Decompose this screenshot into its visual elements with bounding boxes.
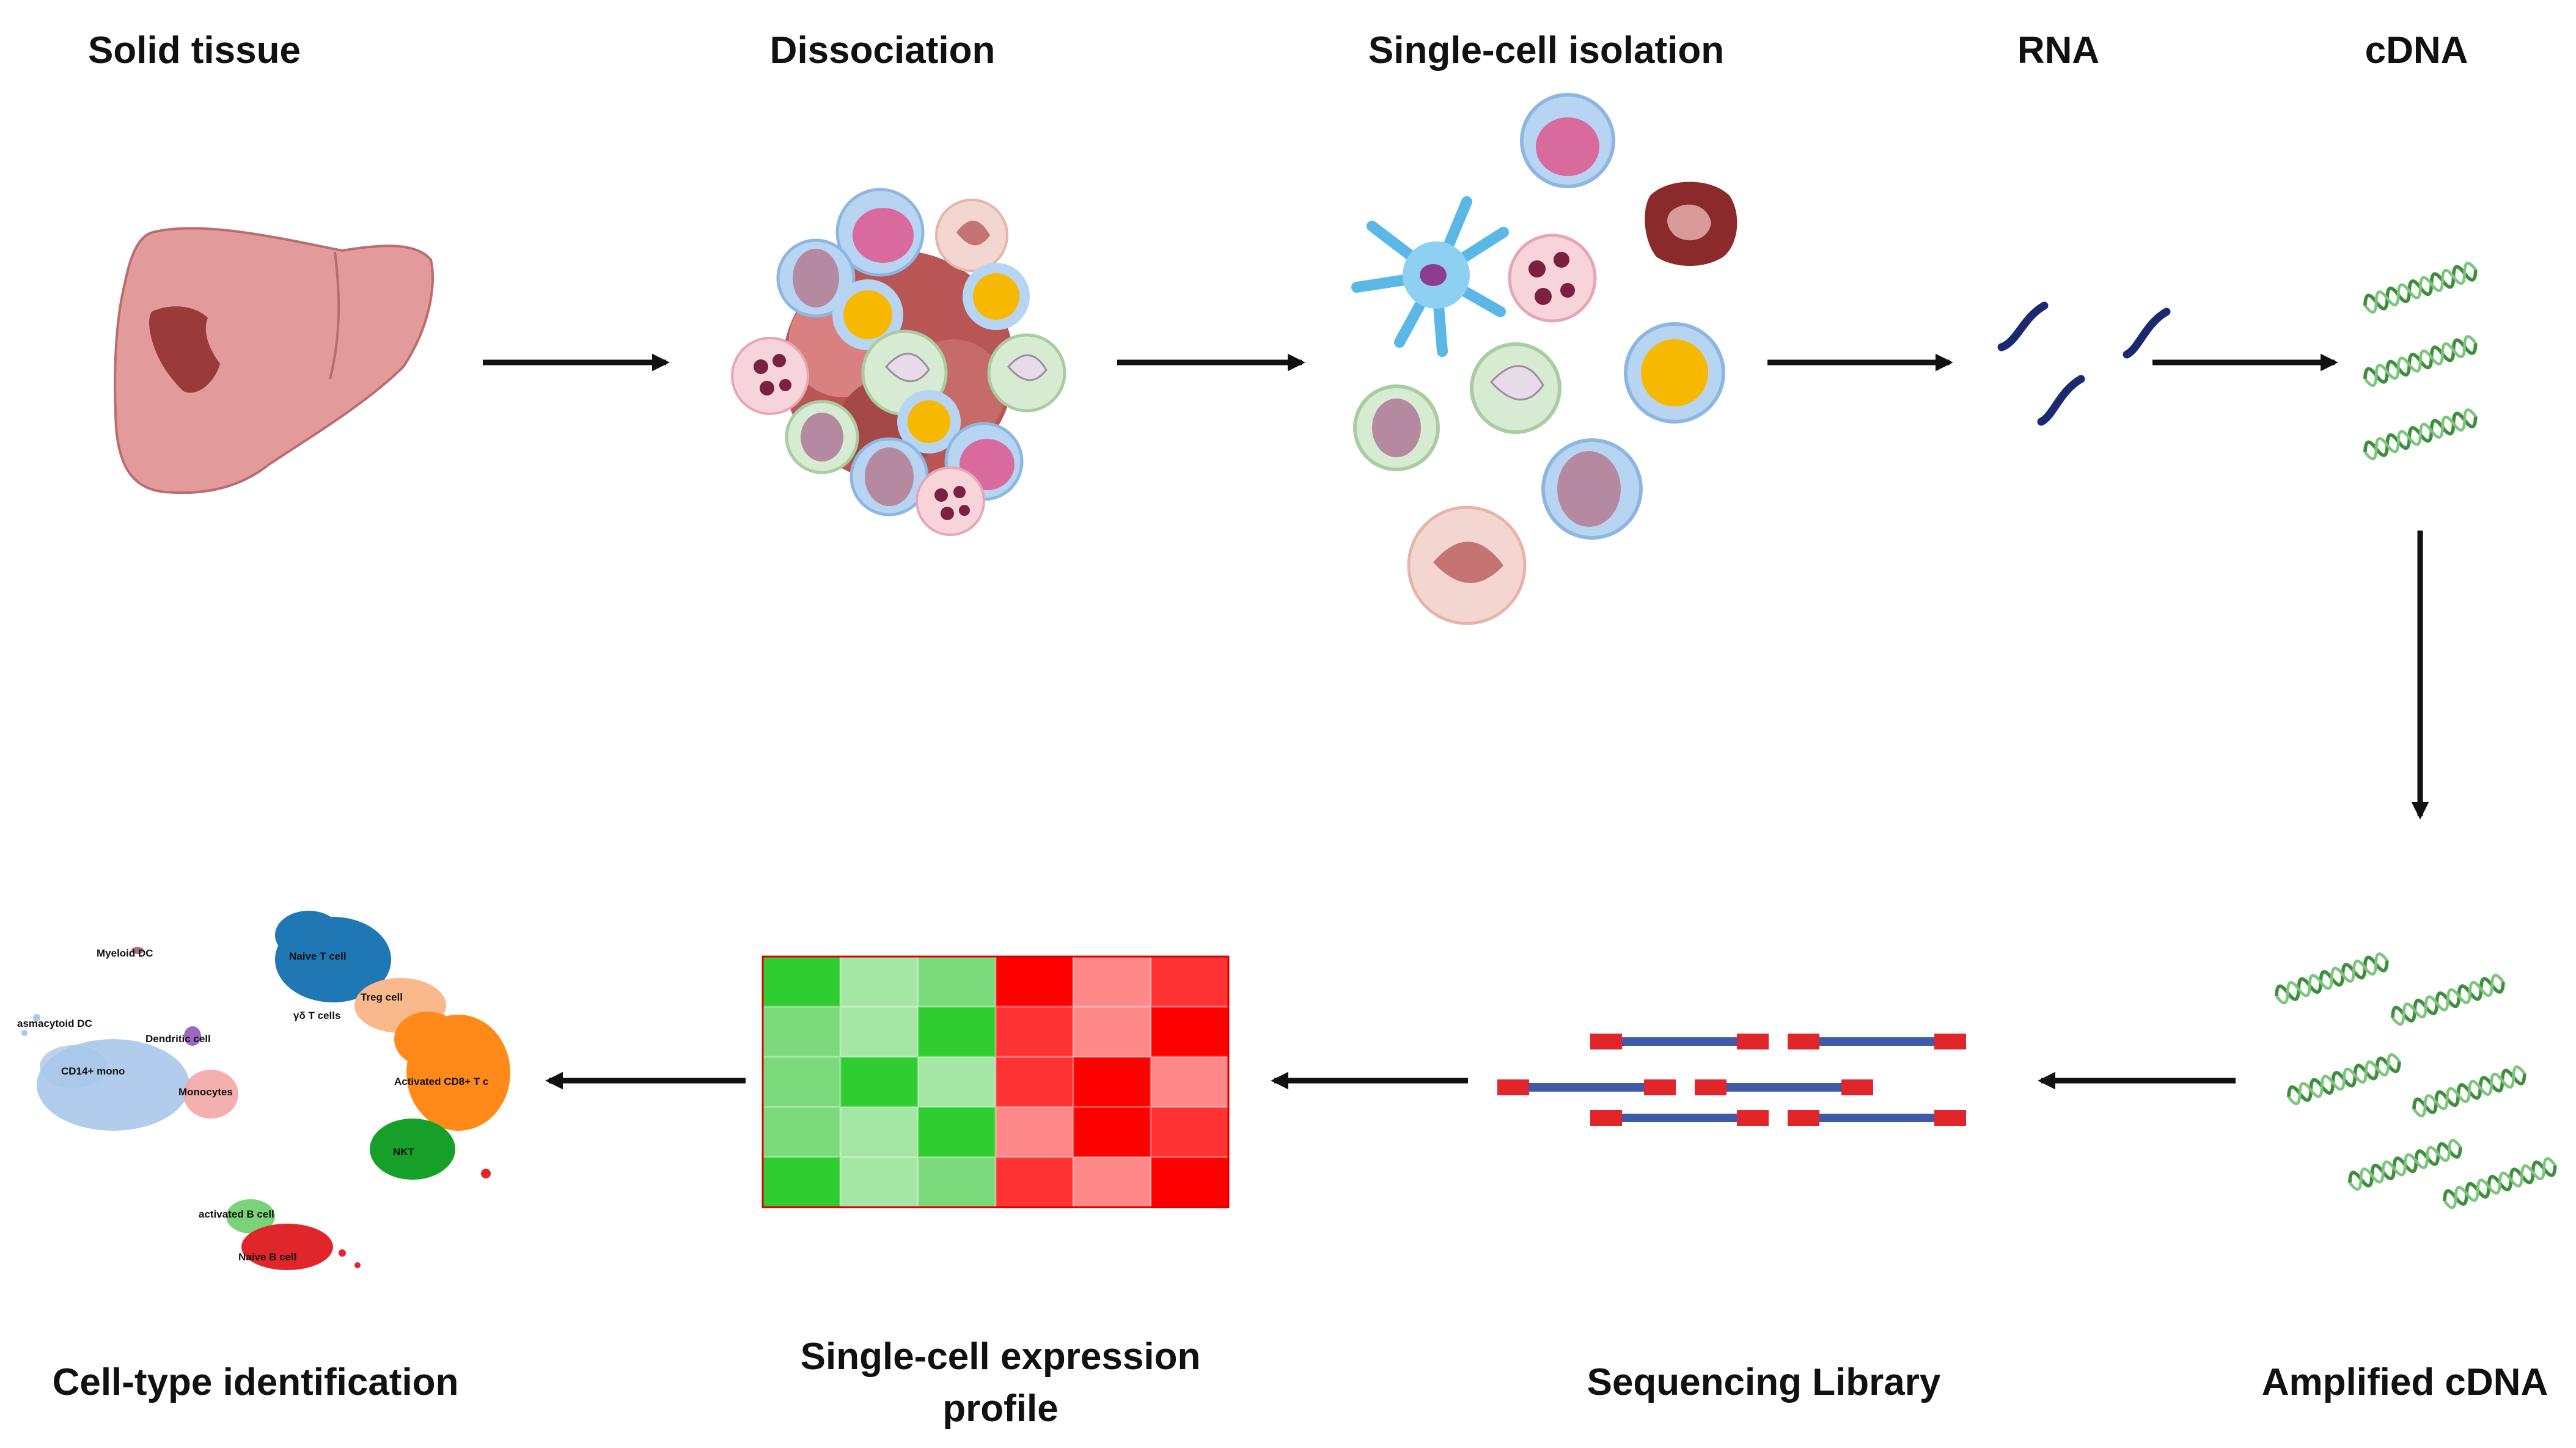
library-read — [1497, 1079, 1676, 1095]
cluster-monocytes — [183, 1070, 238, 1119]
label-cdna: cDNA — [2365, 29, 2468, 72]
label-dissociation: Dissociation — [770, 29, 996, 72]
expression-heatmap — [761, 955, 1230, 1208]
rna-strands — [1997, 301, 2171, 426]
umap-label-nkt: NKT — [393, 1146, 415, 1158]
umap-label-monocytes: Monocytes — [178, 1086, 233, 1098]
label-single-cell-isolation: Single-cell isolation — [1368, 29, 1724, 72]
cluster-myeloid-dc — [131, 947, 144, 954]
library-read — [1788, 1110, 1966, 1126]
label-rna: RNA — [2017, 29, 2099, 72]
umap-plot: Myeloid DC Naive T cell Treg cell γδ T c… — [17, 911, 510, 1270]
flow-arrows — [483, 353, 2429, 1090]
label-sequencing-library: Sequencing Library — [1587, 1361, 1941, 1403]
label-amplified-cdna: Amplified cDNA — [2262, 1361, 2548, 1403]
umap-label-treg: Treg cell — [361, 991, 403, 1003]
cluster-dendritic — [184, 1026, 201, 1046]
liver-lobe-line — [329, 251, 340, 380]
label-expression-profile-line1: Single-cell expression — [801, 1336, 1201, 1378]
library-read — [1695, 1079, 1873, 1095]
umap-label-naive-t: Naive T cell — [289, 950, 347, 962]
library-read — [1590, 1110, 1769, 1126]
umap-label-dendritic: Dendritic cell — [145, 1033, 211, 1045]
umap-label-pdc: asmacytoid DC — [17, 1018, 92, 1029]
sequencing-library-reads — [1497, 1034, 1966, 1126]
umap-label-activated-cd8: Activated CD8+ T c — [394, 1076, 488, 1087]
step-labels: Solid tissue Dissociation Single-cell is… — [53, 29, 2548, 1430]
umap-label-naive-b: Naive B cell — [238, 1251, 296, 1263]
liver-shape — [114, 227, 434, 494]
umap-label-cd14-mono: CD14+ mono — [61, 1065, 125, 1077]
library-read — [1590, 1034, 1769, 1049]
label-expression-profile-line2: profile — [942, 1387, 1058, 1430]
library-read — [1788, 1034, 1966, 1049]
umap-label-activated-b: activated B cell — [199, 1208, 274, 1220]
amplified-cdna-helices — [2274, 952, 2558, 1210]
umap-label-gd-t: γδ T cells — [293, 1010, 340, 1021]
umap-label-myeloid-dc: Myeloid DC — [97, 947, 153, 959]
liver-illustration — [114, 227, 434, 494]
dissociated-tissue-cluster — [731, 188, 1066, 536]
tumor-region — [149, 306, 220, 393]
cluster-nkt — [370, 1119, 455, 1180]
isolated-cells — [1351, 93, 1738, 625]
cdna-helices — [2363, 262, 2479, 461]
cluster-activated-b — [226, 1199, 275, 1233]
label-solid-tissue: Solid tissue — [88, 29, 301, 72]
cluster-naive-b — [241, 1224, 333, 1270]
label-cell-type-identification: Cell-type identification — [53, 1361, 459, 1403]
